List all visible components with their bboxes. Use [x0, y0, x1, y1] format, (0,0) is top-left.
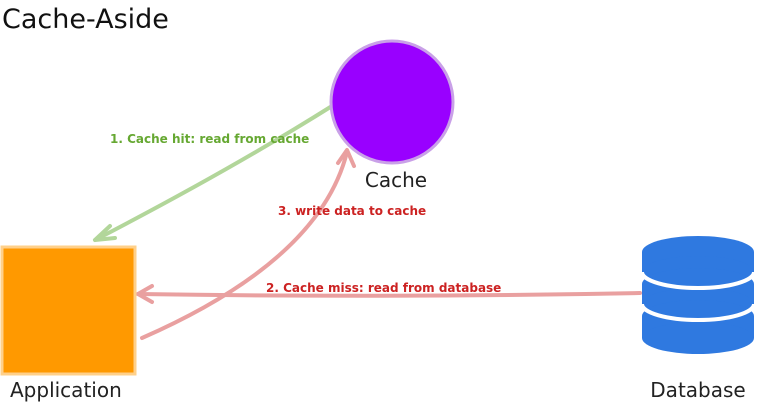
edge-cache-miss: 2. Cache miss: read from database [136, 281, 642, 304]
edge-cache-miss-arrowhead [136, 284, 154, 304]
edge-cache-miss-line [136, 291, 642, 298]
database-icon [640, 236, 756, 354]
cache-label: Cache [365, 168, 427, 192]
diagram-title: Cache-Aside [2, 4, 169, 35]
database-node: Database [640, 236, 756, 402]
edge-write-cache-label: 3. write data to cache [278, 204, 426, 218]
application-box [0, 245, 137, 376]
edge-write-cache-line [140, 150, 349, 340]
edge-cache-miss-label: 2. Cache miss: read from database [266, 281, 501, 295]
edge-write-cache-arrowhead [336, 148, 356, 168]
application-node: Application [0, 245, 137, 402]
edge-cache-hit-label: 1. Cache hit: read from cache [110, 132, 309, 146]
cache-node: Cache [329, 39, 455, 192]
edge-cache-hit-line [93, 104, 334, 242]
edge-cache-hit-arrowhead [93, 224, 117, 242]
edge-write-cache: 3. write data to cache [140, 148, 426, 340]
application-label: Application [10, 378, 122, 402]
cache-circle [329, 39, 455, 165]
edge-cache-hit: 1. Cache hit: read from cache [93, 104, 334, 242]
database-label: Database [650, 378, 745, 402]
